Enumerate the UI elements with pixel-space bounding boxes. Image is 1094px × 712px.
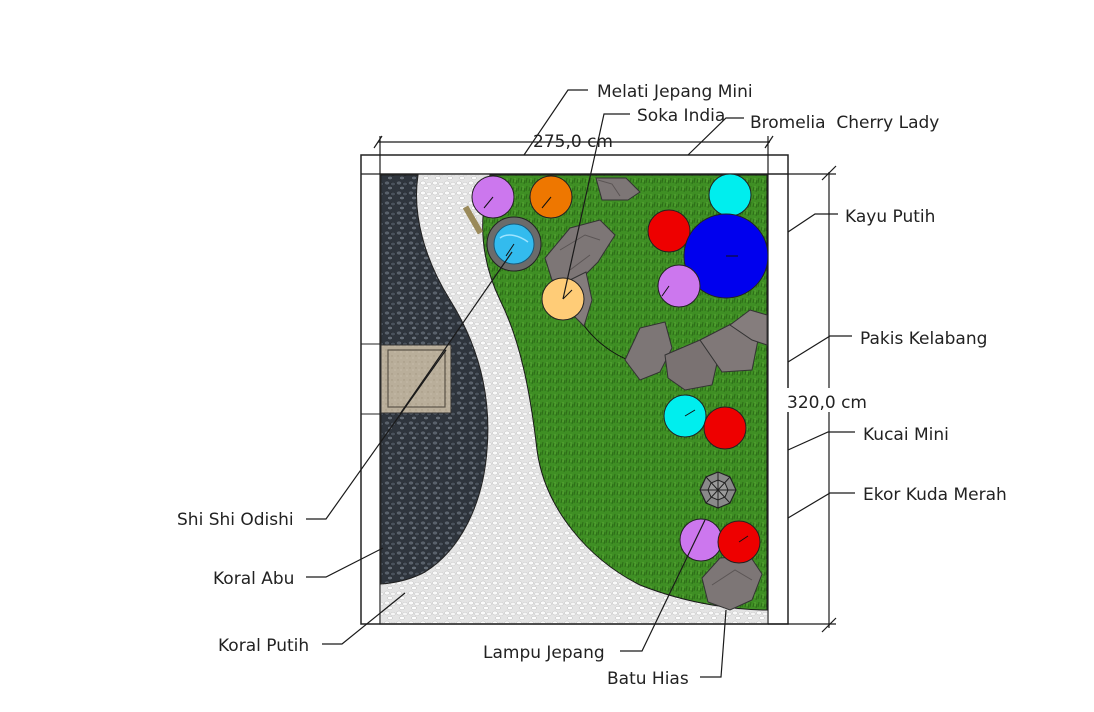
label-bromelia-cherry-lady: Bromelia Cherry Lady [750, 113, 939, 133]
decorative-stones [544, 177, 768, 611]
label-pakis-kelabang: Pakis Kelabang [860, 329, 987, 349]
label-kayu-putih: Kayu Putih [845, 207, 935, 227]
width-dimension-label: 275,0 cm [533, 132, 613, 152]
purple-plant-mid [657, 264, 701, 308]
label-koral-abu: Koral Abu [213, 569, 294, 589]
label-ekor-kuda-merah: Ekor Kuda Merah [863, 485, 1007, 505]
label-koral-putih: Koral Putih [218, 636, 309, 656]
plant-pointer-arrows [483, 196, 749, 543]
label-lampu-jepang: Lampu Jepang [483, 643, 605, 663]
label-shi-shi-odishi: Shi Shi Odishi [177, 510, 294, 530]
height-dimension-label: 320,0 cm [787, 393, 867, 413]
purple-plant-bottom [679, 518, 723, 562]
label-melati-jepang-mini: Melati Jepang Mini [597, 82, 753, 102]
lampu-jepang-lamp [699, 471, 737, 509]
label-batu-hias: Batu Hias [607, 669, 689, 689]
cyan-plant-top [708, 173, 752, 217]
label-kucai-mini: Kucai Mini [863, 425, 949, 445]
red-plant-mid [703, 406, 747, 450]
red-plant-top [647, 209, 691, 253]
leader-lines [306, 89, 855, 678]
label-soka-india: Soka India [637, 106, 725, 126]
